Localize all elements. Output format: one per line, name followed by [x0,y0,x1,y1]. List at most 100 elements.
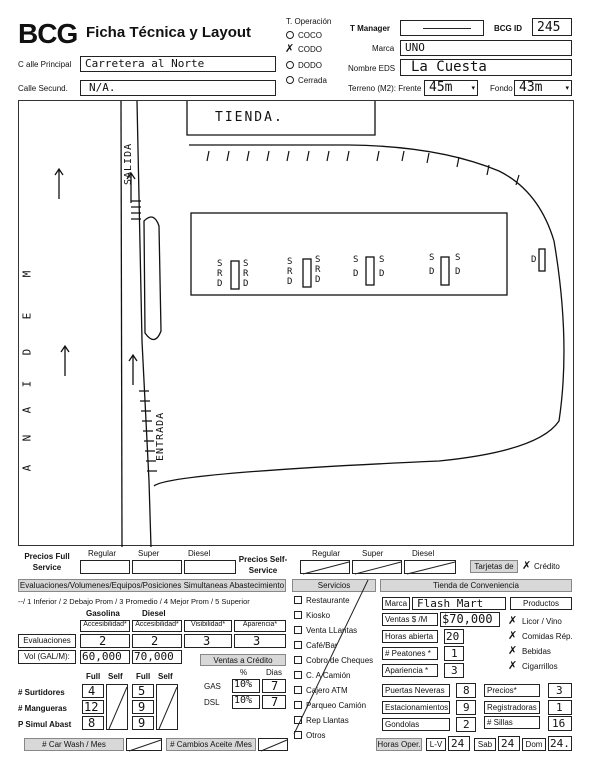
radio-icon[interactable] [286,76,294,84]
servicio-checkbox[interactable] [294,731,302,739]
servicio-checkbox[interactable] [294,716,302,724]
eval-acc-gas[interactable]: 2 [80,634,130,648]
dsl-pct-field[interactable]: 10% [232,695,260,709]
horas-label: Horas abierta [382,630,438,643]
surtidores-gas-full[interactable]: 4 [82,684,104,698]
check-mark-icon[interactable]: ✗ [508,645,518,657]
gondolas-field[interactable]: 2 [456,717,476,732]
servicios-header: Servicios [292,579,376,592]
fondo-field[interactable]: 43m▾ [514,80,572,96]
servicio-checkbox[interactable] [294,701,302,709]
check-mark-icon[interactable]: ✗ [508,660,518,672]
servicio-checkbox[interactable] [294,686,302,694]
pump-island [538,248,546,272]
simul-label: P Simul Abast [18,720,72,729]
peatones-field[interactable]: 1 [444,646,464,661]
dom-field[interactable]: 24. [548,736,572,751]
simul-dsl-full[interactable]: 9 [132,716,154,730]
eval-value: 3 [253,634,261,648]
calle-secund-field[interactable]: N/A. [80,80,276,96]
servicio-checkbox[interactable] [294,656,302,664]
eval-vis[interactable]: 3 [184,634,232,648]
cambios-field[interactable] [258,738,288,752]
simul-gas-full[interactable]: 8 [82,716,104,730]
mediana-letter: E [20,311,34,320]
marca-field[interactable]: UNO [400,40,572,56]
servicio-checkbox[interactable] [294,596,302,604]
servicio-checkbox[interactable] [294,671,302,679]
marca-value: UNO [405,41,425,54]
price-self-super[interactable] [352,560,402,575]
frente-value: 45m [429,80,453,95]
price-self-regular[interactable] [300,560,350,575]
vol-gas[interactable]: 60,000 [80,650,130,664]
price-self-diesel[interactable] [404,560,456,575]
bcg-id-field[interactable]: 245 [532,18,572,36]
servicio-label: Parqueo Camión [306,701,367,710]
car-wash-field[interactable] [126,738,162,752]
servicios-cross-out [293,579,369,735]
calle-principal-field[interactable]: Carretera al Norte [80,56,276,72]
gas-self-column[interactable] [106,684,128,730]
radio-icon[interactable] [286,61,294,69]
tarjetas-button[interactable]: Tarjetas de [470,560,518,573]
cell-value: 5 [138,684,146,698]
mangueras-dsl-full[interactable]: 9 [132,700,154,714]
vol-dsl[interactable]: 70,000 [132,650,182,664]
horas-field[interactable]: 20 [444,629,464,644]
acc-gas-header: Accesibilidad* [80,620,130,632]
t-operacion-label: T. Operación [286,17,332,26]
surtidores-label: # Surtidores [18,688,65,697]
chevron-down-icon[interactable]: ▾ [565,85,569,92]
surtidores-dsl-full[interactable]: 5 [132,684,154,698]
horas-value: 20 [446,630,460,643]
servicio-checkbox[interactable] [294,626,302,634]
dsl-dias-value: 7 [271,695,279,709]
dsl-self-column[interactable] [156,684,178,730]
producto-label: Comidas Rép. [522,632,573,641]
arrow-up-icon [60,344,70,376]
sab-field[interactable]: 24 [498,736,520,751]
ventas-field[interactable]: $70,000 [440,612,500,627]
col-regular: Regular [88,549,117,558]
cell-value: 8 [88,716,96,730]
servicio-label: Cobro de Cheques [306,656,374,665]
mangueras-gas-full[interactable]: 12 [82,700,104,714]
tc-marca-field[interactable]: Flash Mart [412,597,506,610]
op-label: CODO [298,45,322,54]
price-full-super[interactable] [132,560,182,574]
nombre-eds-label: Nombre EDS [348,64,396,73]
nombre-eds-field[interactable]: La Cuesta [400,59,572,76]
eval-acc-dsl[interactable]: 2 [132,634,182,648]
apariencia-field[interactable]: 3 [444,663,464,678]
gas-pct-field[interactable]: 10% [232,679,260,693]
credito-checkbox[interactable]: ✗ [522,560,532,572]
t-manager-field[interactable] [400,20,484,36]
eval-apa[interactable]: 3 [234,634,286,648]
servicio-checkbox[interactable] [294,611,302,619]
servicio-checkbox[interactable] [294,641,302,649]
dsl-dias-field[interactable]: 7 [262,695,286,709]
puertas-field[interactable]: 8 [456,683,476,698]
gas-dias-field[interactable]: 7 [262,679,286,693]
logo: BCG [18,18,78,49]
price-full-diesel[interactable] [184,560,236,574]
full-col-label: Full [86,672,101,681]
check-mark-icon[interactable]: ✗ [508,630,518,642]
sillas-field[interactable]: 16 [548,716,572,731]
check-mark-icon[interactable]: ✗ [508,615,518,627]
producto-label: Licor / Vino [522,617,562,626]
canopy [190,212,508,296]
chevron-down-icon[interactable]: ▾ [471,85,475,92]
estac-field[interactable]: 9 [456,700,476,715]
sab-label: Sab [474,738,496,751]
radio-icon[interactable] [286,31,294,39]
tc-marca-value: Flash Mart [417,597,484,610]
lv-field[interactable]: 24 [448,736,470,751]
precios-field[interactable]: 3 [548,683,572,698]
price-full-regular[interactable] [80,560,130,574]
vol-value: 70,000 [134,650,174,663]
frente-field[interactable]: 45m ▾ [424,80,478,96]
registradoras-field[interactable]: 1 [548,700,572,715]
